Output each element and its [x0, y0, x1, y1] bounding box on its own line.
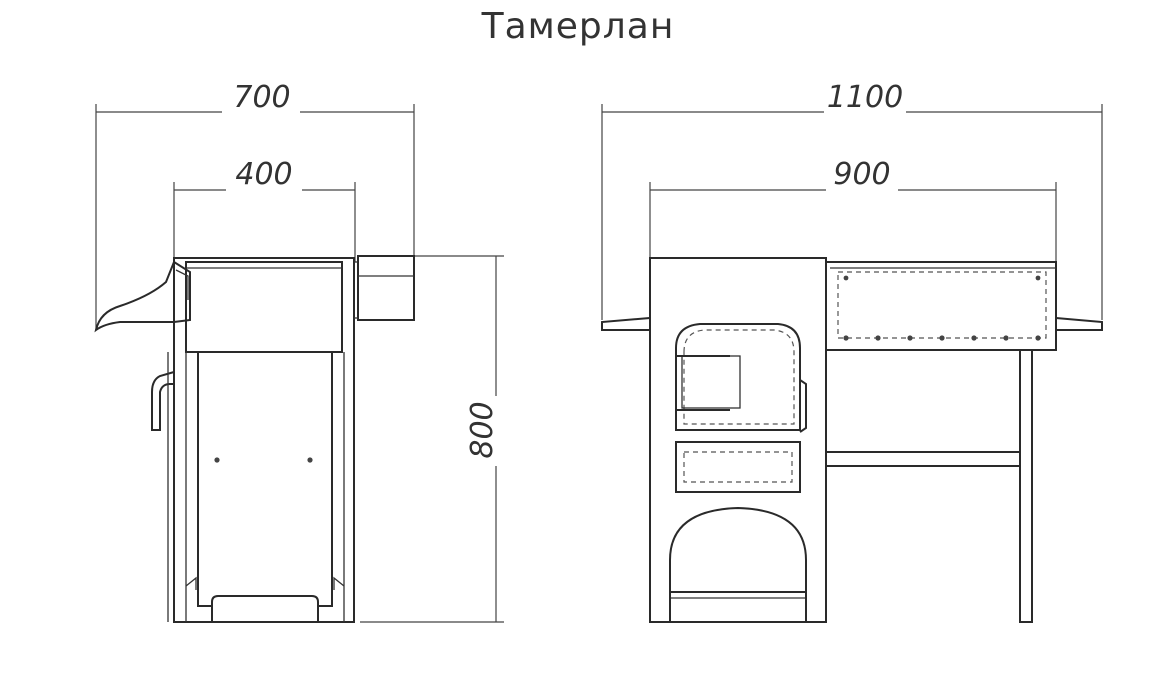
dimension-front-body-width: 900 — [649, 157, 1057, 262]
side-top-box — [185, 261, 343, 353]
table-leg — [1019, 349, 1033, 623]
ash-drawer — [675, 441, 801, 493]
front-cooktop-box — [825, 261, 1057, 351]
front-right-shelf — [1055, 316, 1103, 331]
side-body-outline — [173, 257, 355, 623]
dimension-label-900: 900 — [833, 157, 890, 192]
bolt-dot — [307, 457, 313, 463]
dimension-label-1100: 1100 — [827, 80, 903, 115]
front-stove-body — [649, 257, 827, 623]
side-view: 700 400 800 — [94, 80, 506, 623]
dimension-height: 800 — [360, 255, 506, 623]
cooktop-rivets — [843, 275, 1041, 341]
oven-door-handle — [799, 379, 807, 433]
dimension-front-overall-width: 1100 — [601, 80, 1103, 320]
side-leg-cutout — [197, 596, 333, 622]
side-flue-box — [357, 255, 415, 321]
oven-door — [675, 323, 801, 431]
side-door-handle — [151, 371, 175, 431]
dimension-label-800: 800 — [465, 401, 500, 458]
table-rail — [825, 451, 1021, 467]
dimension-side-body-width: 400 — [173, 157, 356, 262]
front-left-shelf — [601, 316, 651, 331]
dimension-side-overall-width: 700 — [95, 80, 415, 330]
side-front-shelf — [94, 260, 191, 333]
front-view: 1100 900 — [601, 80, 1103, 623]
firewood-arch — [669, 506, 807, 592]
dimension-label-400: 400 — [235, 157, 292, 192]
bolt-dot — [214, 457, 220, 463]
diagram-title: Тамерлан — [481, 6, 675, 47]
dimension-label-700: 700 — [233, 80, 290, 115]
